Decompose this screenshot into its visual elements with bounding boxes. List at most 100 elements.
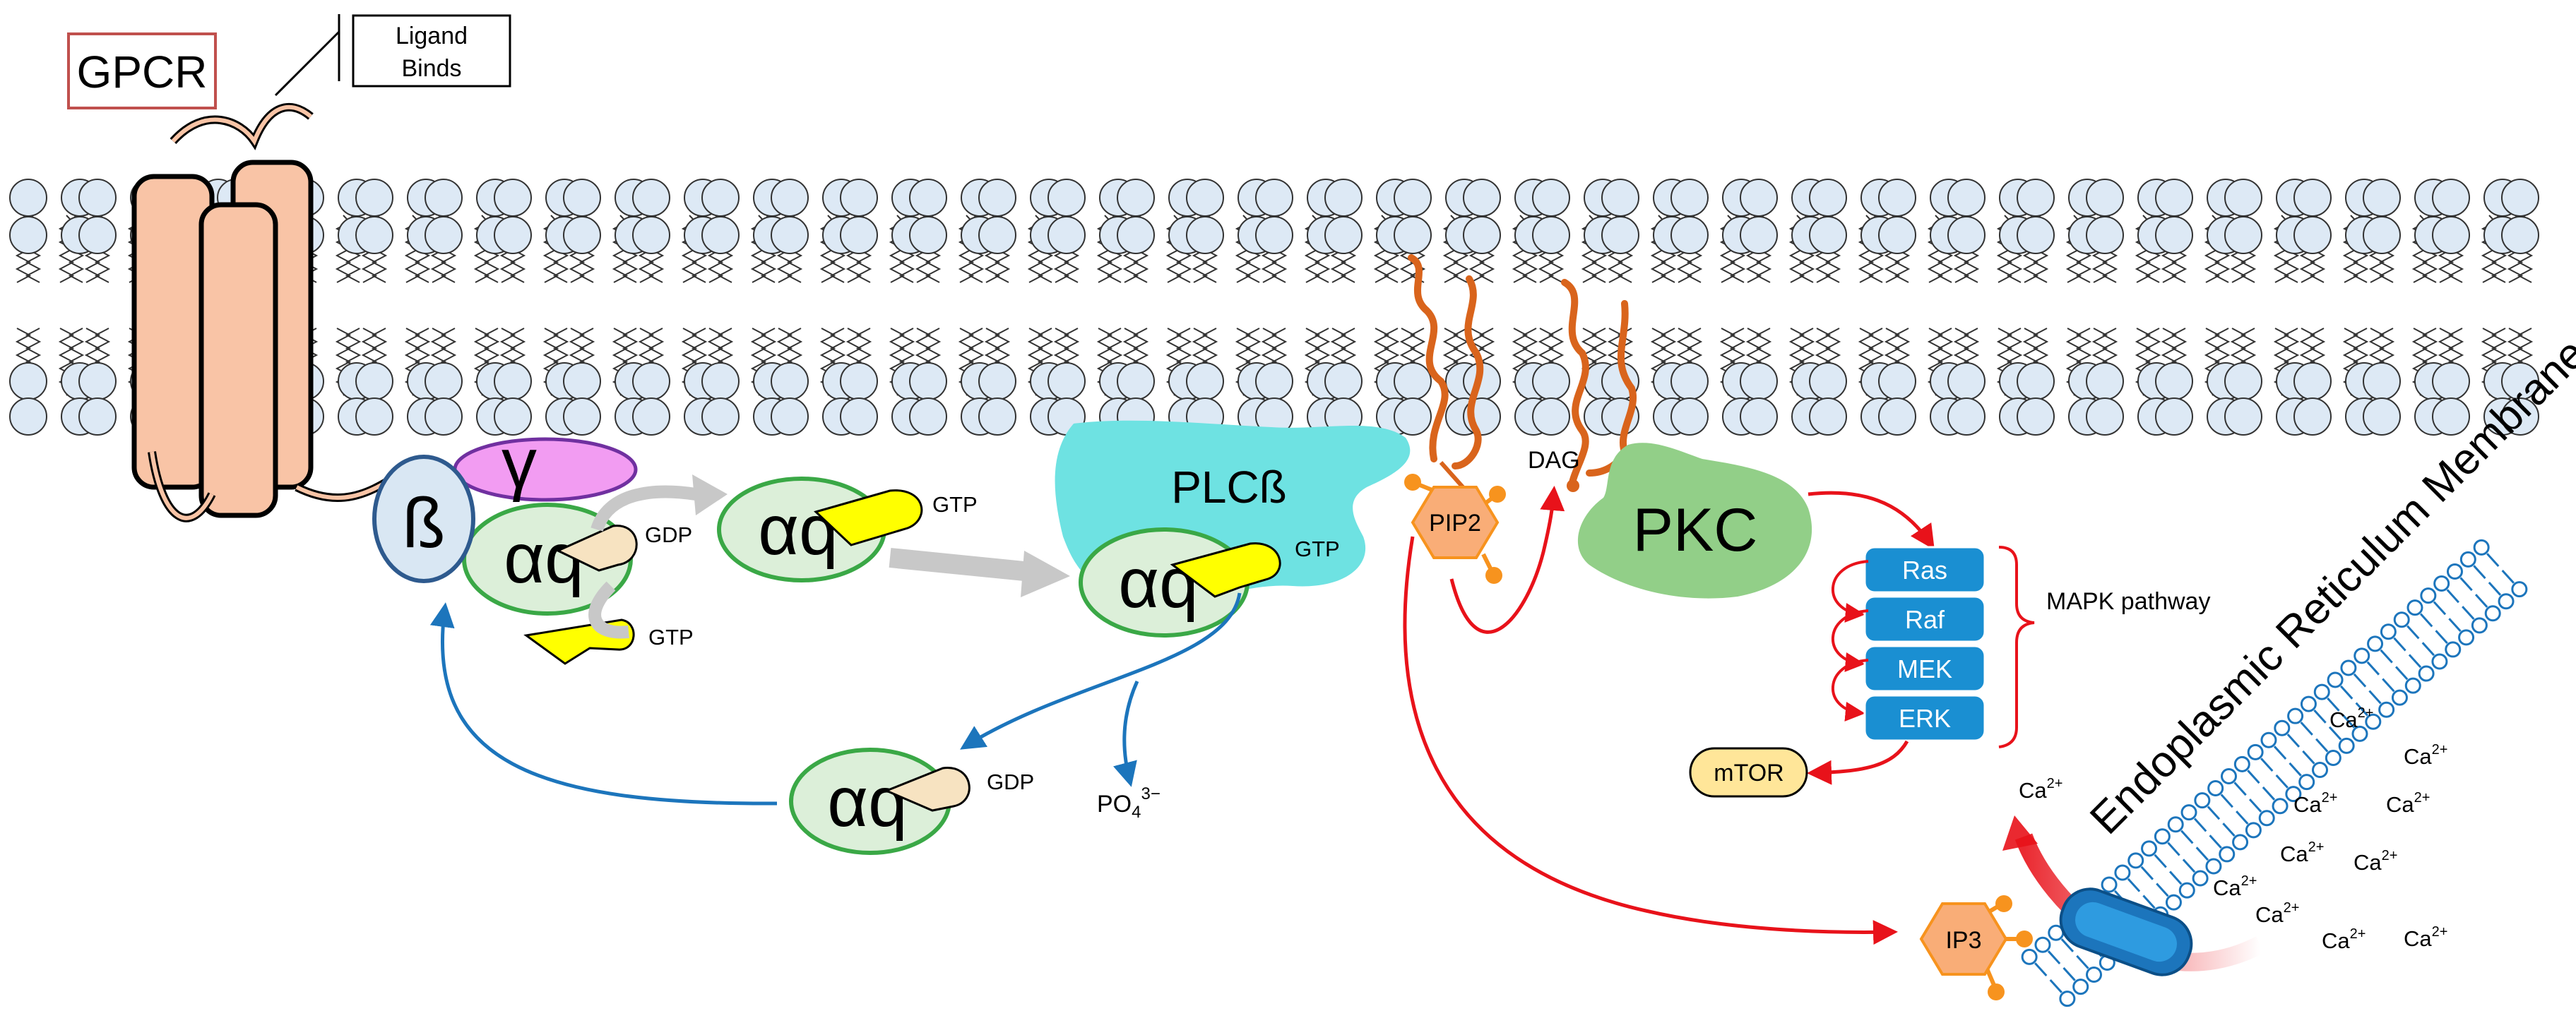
alpha-q-label-4: αq <box>827 762 907 842</box>
er-lipid-head <box>2207 780 2224 797</box>
lipid-head <box>1878 179 1916 217</box>
er-lipid-head <box>2498 593 2515 610</box>
lipid-head <box>1255 362 1293 400</box>
er-lipid-head <box>2194 792 2211 809</box>
er-lipid-head <box>2274 719 2291 736</box>
er-lipid-head <box>2367 635 2384 652</box>
er-lipid-head <box>2165 894 2182 911</box>
lipid-head <box>840 179 878 217</box>
lipid-head <box>1670 362 1709 400</box>
lipid-head <box>1601 179 1639 217</box>
lipid-head <box>78 362 117 400</box>
pip2-label: PIP2 <box>1429 510 1481 537</box>
alpha-q-label-3: αq <box>1118 544 1198 623</box>
gdp-label-1: GDP <box>645 522 692 547</box>
calcium-ion-label: Ca2+ <box>2019 776 2062 803</box>
gray-arrow-to-plc-head <box>1021 551 1070 597</box>
er-lipid-head <box>2433 575 2450 592</box>
lipid-head <box>9 397 47 436</box>
beta-subunit <box>372 455 475 583</box>
ip3-label: IP3 <box>1945 927 1981 954</box>
er-lipid-head <box>2141 840 2158 857</box>
er-lipid-head <box>2178 882 2195 899</box>
lipid-head <box>701 216 740 254</box>
lipid-head <box>771 216 809 254</box>
pip2-lipid-tails <box>1408 254 1484 469</box>
calcium-efflux-arrowhead <box>2002 815 2038 851</box>
pip2-molecule <box>1404 474 1506 584</box>
lipid-head <box>2224 362 2262 400</box>
lipid-head <box>1670 216 1709 254</box>
lipid-head <box>978 362 1016 400</box>
lipid-head <box>2363 216 2401 254</box>
gdp-label-2: GDP <box>987 770 1034 794</box>
lipid-head <box>978 216 1016 254</box>
lipid-head <box>2155 397 2193 436</box>
lipid-head <box>2086 216 2124 254</box>
lipid-head <box>701 179 740 217</box>
er-lipid-head <box>2219 846 2236 863</box>
lipid-head <box>2432 179 2470 217</box>
er-lipid-head <box>2365 713 2382 730</box>
lipid-head <box>355 216 393 254</box>
lipid-head <box>2224 397 2262 436</box>
er-lipid-head <box>2260 731 2277 748</box>
er-lipid-head <box>2325 749 2341 766</box>
lipid-head <box>1463 216 1501 254</box>
ligand-label-line1: Ligand <box>396 23 468 49</box>
lipid-head <box>1878 362 1916 400</box>
lipid-head <box>355 179 393 217</box>
er-lipid-head <box>2287 707 2304 724</box>
pip2-to-dag-arrow <box>1449 486 1565 634</box>
lipid-head <box>1947 216 1986 254</box>
er-lipid-head <box>2114 864 2131 881</box>
lipid-head <box>2224 216 2262 254</box>
lipid-head <box>1047 362 1086 400</box>
lipid-head <box>1740 179 1778 217</box>
er-lipid-head <box>2245 822 2262 839</box>
calcium-ion-label: Ca2+ <box>2280 839 2324 866</box>
er-lipid-head <box>2484 605 2501 622</box>
lipid-head <box>771 397 809 436</box>
lipid-head <box>2363 397 2401 436</box>
lipid-head <box>9 179 47 217</box>
lipid-head <box>1255 216 1293 254</box>
er-lipid-head <box>2391 689 2408 706</box>
lipid-head <box>563 362 601 400</box>
mapk-label-mek: MEK <box>1897 654 1952 683</box>
plc-label: PLCß <box>1171 462 1287 513</box>
lipid-head <box>1394 216 1432 254</box>
alpha-q-label-2: αq <box>758 491 838 570</box>
lipid-head <box>1532 362 1570 400</box>
lipid-head <box>1186 362 1224 400</box>
lipid-head <box>2017 362 2055 400</box>
lipid-head <box>1117 179 1155 217</box>
calcium-ion-label: Ca2+ <box>2404 742 2447 769</box>
hydrolysis-arrow <box>960 592 1242 750</box>
lipid-head <box>1947 397 1986 436</box>
er-lipid-head <box>2247 743 2264 760</box>
lipid-head <box>2501 397 2539 436</box>
lipid-head <box>2293 362 2332 400</box>
lipid-head <box>9 216 47 254</box>
lipid-head <box>9 362 47 400</box>
phosphate-label: PO43− <box>1097 784 1161 822</box>
gdp-molecule-2 <box>884 767 971 812</box>
calcium-ion-label: Ca2+ <box>2255 900 2299 927</box>
er-lipid-head <box>2021 948 2038 965</box>
calcium-ion-label: Ca2+ <box>2329 705 2373 732</box>
mtor-label: mTOR <box>1714 760 1783 786</box>
ip3-molecule <box>1919 895 2033 1000</box>
mapk-box-raf <box>1863 595 1986 643</box>
mapk-bracket <box>1998 546 2035 748</box>
lipid-head <box>2501 216 2539 254</box>
calcium-ions: Ca2+Ca2+Ca2+Ca2+Ca2+Ca2+Ca2+Ca2+Ca2+Ca2+… <box>2019 705 2447 953</box>
er-lipid-head <box>2406 599 2423 616</box>
mapk-label-raf: Raf <box>1905 605 1945 634</box>
lipid-head <box>2293 216 2332 254</box>
lipid-head <box>632 362 670 400</box>
lipid-head <box>1324 179 1363 217</box>
er-lipid-head <box>2034 936 2051 953</box>
lipid-head <box>2155 179 2193 217</box>
